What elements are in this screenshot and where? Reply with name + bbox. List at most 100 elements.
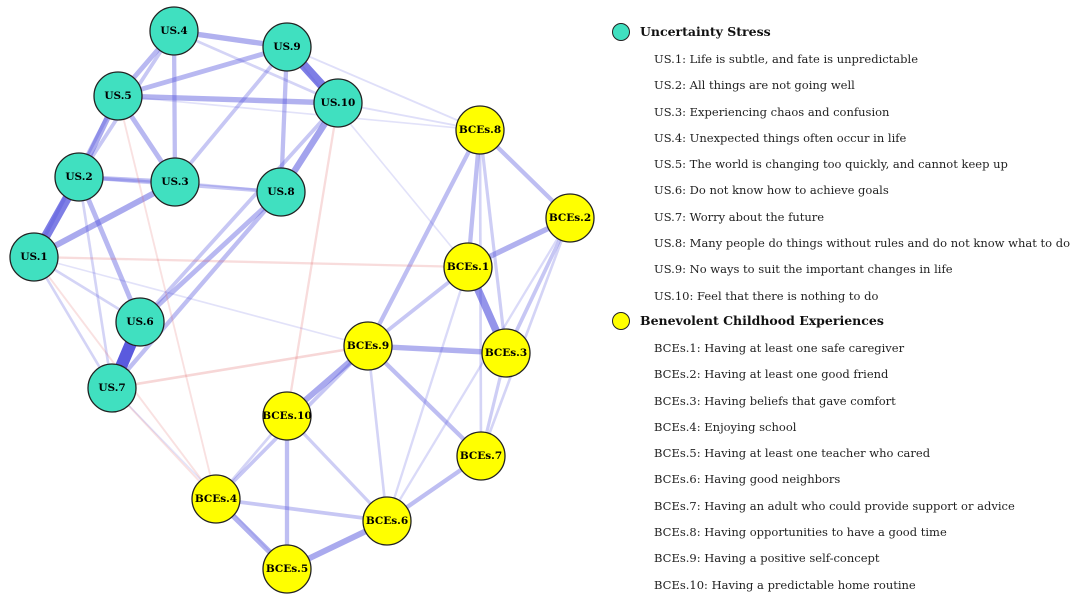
node-label: BCEs.8 <box>459 124 501 136</box>
node-label: BCEs.7 <box>460 450 502 462</box>
legend-group-us-header: Uncertainty Stress <box>612 20 1017 46</box>
legend-item: BCEs.10: Having a predictable home routi… <box>654 577 916 592</box>
node-label: US.6 <box>126 316 153 328</box>
network-graph: US.1 US.2 US.3 US.4US.5US.6US.7 US.8 US.9US.1… <box>9 6 595 594</box>
node-circle <box>87 363 137 413</box>
node-label: US.8 <box>267 186 294 198</box>
legend-bce-list: BCEs.1: Having at least one safe caregiv… <box>612 335 1017 598</box>
edge-US.5-BCEs.4 <box>117 95 217 500</box>
node-circle <box>262 391 312 441</box>
node-US.8: US.8 <box>256 167 306 217</box>
edge-US.6-US.10 <box>138 101 340 324</box>
node-circle <box>313 78 363 128</box>
legend-item: US.10: Feel that there is nothing to do <box>654 288 879 303</box>
edge-BCEs.8-BCEs.3 <box>478 128 508 355</box>
legend-item: US.3: Experiencing chaos and confusion <box>654 104 890 119</box>
node-circle <box>256 167 306 217</box>
edge-US.9-BCEs.8 <box>286 46 481 131</box>
node-circle <box>481 328 531 378</box>
node-layer: US.1 US.2 US.3 US.4US.5US.6US.7 US.8 US.9US.1… <box>9 6 595 594</box>
edge-BCEs.2-BCEs.7 <box>479 216 572 458</box>
edge-US.3-US.9 <box>173 45 289 184</box>
legend-item: US.2: All things are not going well <box>654 78 855 93</box>
node-label: BCEs.10 <box>262 410 312 422</box>
legend-item: US.8: Many people do things without rule… <box>654 236 1070 251</box>
node-label: BCEs.4 <box>195 493 237 505</box>
legend-item: US.7: Worry about the future <box>654 209 825 224</box>
edge-US.5-US.10 <box>115 93 341 106</box>
edge-US.7-BCEs.9 <box>110 344 370 390</box>
edge-BCEs.9-BCEs.7 <box>365 343 484 459</box>
edge-US.1-BCEs.9 <box>33 256 369 347</box>
node-US.2: US.2 <box>54 152 104 202</box>
node-US.6: US.6 <box>115 297 165 347</box>
legend-us-title: Uncertainty Stress <box>640 24 771 39</box>
node-circle <box>9 232 59 282</box>
legend-group-bce-header: Benevolent Childhood Experiences <box>612 309 1017 335</box>
node-BCEs.9: BCEs.9 <box>343 321 393 371</box>
legend-item: BCEs.9: Having a positive self-concept <box>654 551 880 566</box>
node-label: BCEs.1 <box>447 261 489 273</box>
legend-item: BCEs.8: Having opportunities to have a g… <box>654 525 947 540</box>
edge-BCEs.8-BCEs.7 <box>478 128 483 458</box>
legend-bce-swatch <box>612 311 630 330</box>
legend-item: US.9: No ways to suit the important chan… <box>654 262 953 277</box>
node-BCEs.6: BCEs.6 <box>362 496 412 546</box>
node-circle <box>343 321 393 371</box>
edge-US.5-BCEs.8 <box>117 95 481 131</box>
node-circle <box>54 152 104 202</box>
node-BCEs.10: BCEs.10 <box>262 391 312 441</box>
legend-item: BCEs.2: Having at least one good friend <box>654 367 889 382</box>
edge-US.7-BCEs.5 <box>111 387 288 570</box>
edge-US.7-US.8 <box>109 189 284 391</box>
edge-US.1-US.7 <box>32 255 114 390</box>
edge-US.9-BCEs.1 <box>286 46 469 268</box>
node-label: US.3 <box>161 176 188 188</box>
node-US.9: US.9 <box>262 22 312 72</box>
node-US.10: US.10 <box>313 78 363 128</box>
edge-US.2-US.6 <box>76 174 143 325</box>
node-label: BCEs.3 <box>485 347 527 359</box>
node-circle <box>443 242 493 292</box>
legend-item: US.6: Do not know how to achieve goals <box>654 183 889 198</box>
edge-US.4-US.3 <box>171 28 178 185</box>
legend-bce-title: Benevolent Childhood Experiences <box>640 312 884 328</box>
node-US.3: US.3 <box>150 157 200 207</box>
legend-item: BCEs.4: Enjoying school <box>654 419 797 434</box>
edge-US.10-BCEs.10 <box>285 101 340 418</box>
node-circle <box>262 544 312 594</box>
legend-item: BCEs.6: Having good neighbors <box>654 472 841 487</box>
node-label: US.4 <box>160 25 187 37</box>
legend-item: US.4: Unexpected things often occur in l… <box>654 130 907 145</box>
node-label: BCEs.5 <box>266 563 308 575</box>
node-circle <box>115 297 165 347</box>
node-label: BCEs.6 <box>366 515 408 527</box>
node-label: US.2 <box>65 171 92 183</box>
edge-US.6-US.8 <box>137 189 284 325</box>
edge-US.7-BCEs.4 <box>111 387 217 500</box>
legend-us-swatch <box>612 23 630 41</box>
legend-item: BCEs.3: Having beliefs that gave comfort <box>654 393 896 408</box>
node-BCEs.7: BCEs.7 <box>456 431 506 481</box>
edge-US.2-US.7 <box>77 175 114 390</box>
edge-BCEs.9-BCEs.8 <box>365 127 483 349</box>
legend-item: BCEs.5: Having at least one teacher who … <box>654 446 931 461</box>
edge-BCEs.1-BCEs.6 <box>385 265 470 523</box>
node-BCEs.4: BCEs.4 <box>191 474 241 524</box>
node-BCEs.5: BCEs.5 <box>262 544 312 594</box>
edge-BCEs.9-BCEs.6 <box>366 344 389 523</box>
node-label: US.10 <box>321 97 356 109</box>
node-circle <box>456 431 506 481</box>
node-BCEs.1: BCEs.1 <box>443 242 493 292</box>
node-circle <box>262 22 312 72</box>
node-label: US.7 <box>98 382 125 394</box>
node-circle <box>191 474 241 524</box>
node-US.1: US.1 <box>9 232 59 282</box>
legend-item: US.1: Life is subtle, and fate is unpred… <box>654 52 919 66</box>
node-BCEs.3: BCEs.3 <box>481 328 531 378</box>
edge-US.1-BCEs.1 <box>32 255 470 269</box>
node-circle <box>455 105 505 155</box>
node-circle <box>150 157 200 207</box>
node-label: US.5 <box>104 90 131 102</box>
edge-BCEs.4-BCEs.6 <box>214 497 389 523</box>
